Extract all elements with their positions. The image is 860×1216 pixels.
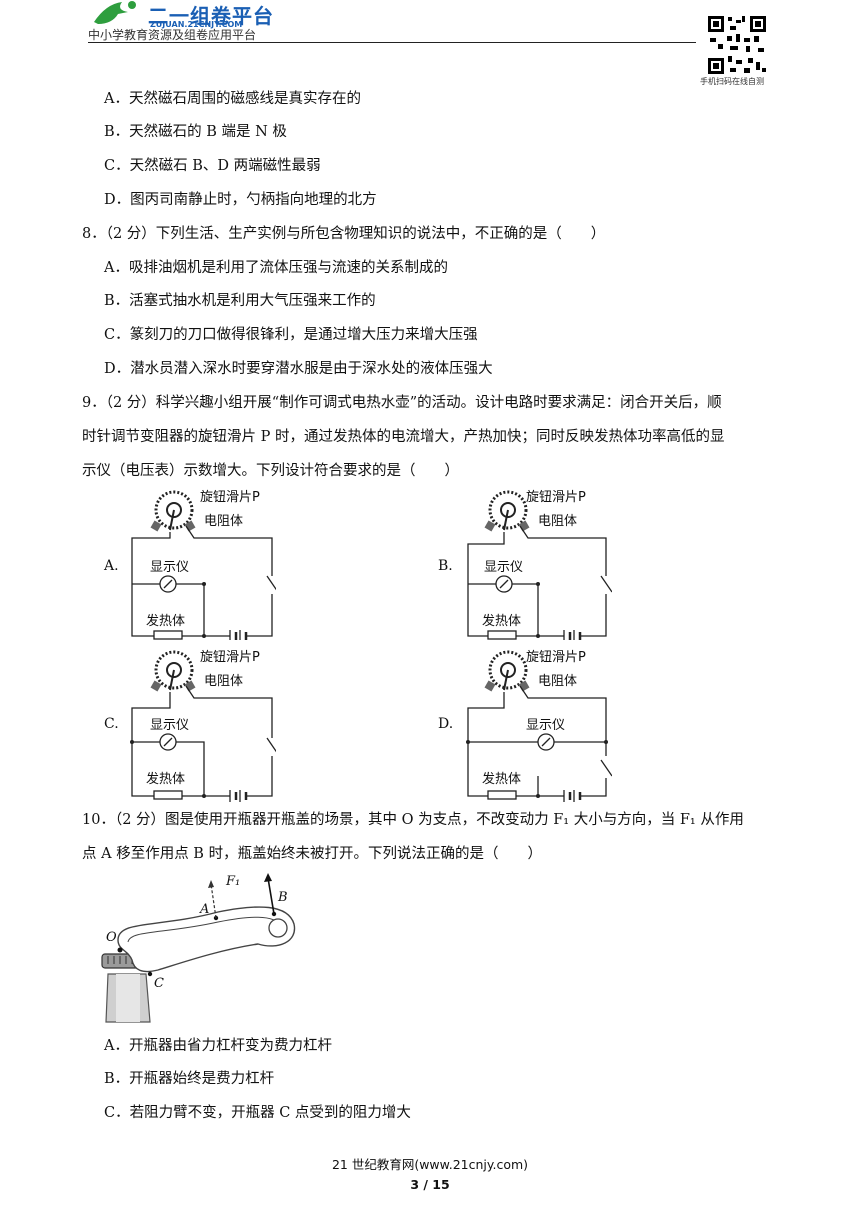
circuit-c: 旋钮滑片P 电阻体 显示仪 发热体	[126, 646, 279, 804]
slider-label: 旋钮滑片P	[200, 490, 260, 505]
rheostat-knob-icon	[484, 490, 530, 532]
q10-stem-line-2: 点 A 移至作用点 B 时，瓶盖始终未被打开。下列说法正确的是（ ）	[82, 846, 543, 862]
circuit-b: 旋钮滑片P 电阻体 显示仪 发热体	[462, 486, 613, 642]
label-C: C	[154, 976, 164, 991]
q8-option-d: D．潜水员潜入深水时要穿潜水服是由于深水处的液体压强大	[104, 361, 493, 377]
bottle-opener-figure: F₁ A B O C	[98, 870, 308, 1026]
page-number: 3 / 15	[410, 1177, 450, 1192]
label-F1: F₁	[226, 874, 241, 889]
slider-label: 旋钮滑片P	[200, 650, 260, 665]
bottle-opener-diagram	[101, 873, 296, 1023]
q8-option-b: B．活塞式抽水机是利用大气压强来工作的	[104, 293, 376, 309]
circuit-b-letter: B.	[438, 558, 453, 574]
heater-label: 发热体	[146, 772, 186, 787]
q8-option-c: C．篆刻刀的刀口做得很锋利，是通过增大压力来增大压强	[104, 327, 478, 343]
circuit-c-diagram	[130, 650, 279, 802]
circuit-a-diagram	[131, 490, 279, 642]
resistor-label: 电阻体	[204, 514, 244, 529]
q7-option-c: C．天然磁石 B、D 两端磁性最弱	[104, 158, 321, 174]
q9-stem-line-1: 9．（2 分）科学兴趣小组开展“制作可调式电热水壶”的活动。设计电路时要求满足：…	[82, 395, 722, 411]
label-O: O	[106, 930, 117, 945]
qr-code-icon[interactable]	[706, 14, 768, 76]
logo-url: ZUJUAN.21CNJY.COM	[150, 20, 243, 29]
q7-option-b: B．天然磁石的 B 端是 N 极	[104, 124, 287, 140]
resistor-label: 电阻体	[538, 674, 578, 689]
resistor-label: 电阻体	[204, 674, 244, 689]
label-B: B	[278, 890, 288, 905]
q10-option-b: B．开瓶器始终是费力杠杆	[104, 1071, 275, 1087]
qr-caption: 手机扫码在线自测	[700, 77, 764, 86]
q10-option-a: A．开瓶器由省力杠杆变为费力杠杆	[104, 1038, 332, 1054]
display-label: 显示仪	[484, 560, 524, 575]
circuit-d-diagram	[466, 650, 613, 802]
q7-option-a: A．天然磁石周围的磁感线是真实存在的	[104, 91, 361, 107]
q8-option-a: A．吸排油烟机是利用了流体压强与流速的关系制成的	[104, 260, 448, 276]
q9-stem-line-3: 示仪（电压表）示数增大。下列设计符合要求的是（ ）	[82, 463, 459, 479]
q10-stem-line-1: 10．（2 分）图是使用开瓶器开瓶盖的场景，其中 O 为支点，不改变动力 F₁ …	[82, 812, 744, 828]
q8-stem: 8．（2 分）下列生活、生产实例与所包含物理知识的说法中，不正确的是（ ）	[82, 226, 606, 242]
circuit-b-diagram	[467, 490, 613, 642]
header-divider	[88, 42, 696, 43]
q10-option-c: C．若阻力臂不变，开瓶器 C 点受到的阻力增大	[104, 1105, 411, 1121]
q7-option-d: D．图丙司南静止时，勺柄指向地理的北方	[104, 192, 377, 208]
rheostat-knob-icon	[150, 490, 196, 532]
resistor-label: 电阻体	[538, 514, 578, 529]
circuit-a-letter: A.	[104, 558, 119, 574]
circuit-d-letter: D.	[438, 716, 454, 732]
footer-site: 21 世纪教育网(www.21cnjy.com)	[331, 1157, 529, 1172]
label-A: A	[200, 902, 210, 917]
display-label: 显示仪	[150, 718, 190, 733]
q9-stem-line-2: 时针调节变阻器的旋钮滑片 P 时，通过发热体的电流增大，产热加快；同时反映发热体…	[82, 429, 725, 445]
rheostat-knob-icon	[484, 650, 530, 692]
slider-label: 旋钮滑片P	[526, 650, 586, 665]
circuit-c-letter: C.	[104, 716, 119, 732]
logo-text: 二一组卷平台	[148, 4, 274, 28]
display-label: 显示仪	[526, 718, 566, 733]
logo-runner-icon	[94, 1, 136, 24]
circuit-a: 旋钮滑片P 电阻体 显示仪 发热体	[126, 486, 279, 642]
heater-label: 发热体	[146, 614, 186, 629]
circuit-d: 旋钮滑片P 电阻体 显示仪 发热体	[462, 646, 613, 804]
rheostat-knob-icon	[150, 650, 196, 692]
display-label: 显示仪	[150, 560, 190, 575]
header-subtitle: 中小学教育资源及组卷应用平台	[88, 28, 257, 42]
heater-label: 发热体	[482, 772, 522, 787]
slider-label: 旋钮滑片P	[526, 490, 586, 505]
heater-label: 发热体	[482, 614, 522, 629]
